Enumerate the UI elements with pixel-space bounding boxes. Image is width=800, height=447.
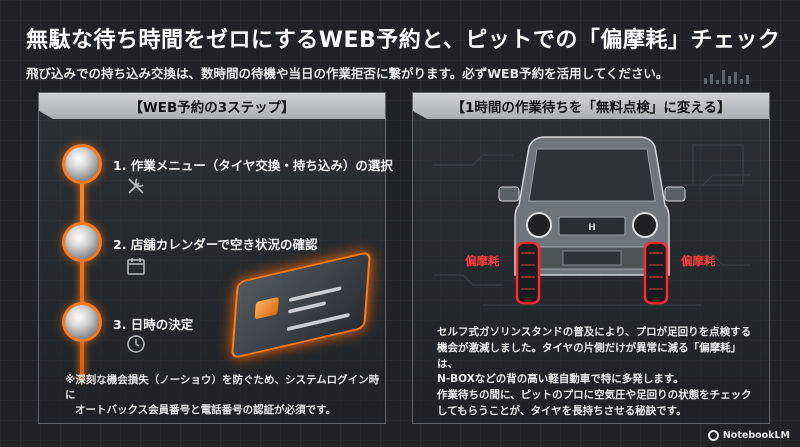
description-line: 機会が激減しました。タイヤの片側だけが異常に減る「偏摩耗」は、 — [437, 341, 742, 370]
description-line: セルフ式ガソリンスタンドの普及により、プロが足回りを点検する — [437, 326, 752, 338]
description-line: N-BOXなどの背の高い軽自動車で特に多発します。 — [437, 373, 684, 386]
page-subtitle: 飛び込みでの持ち込み交換は、数時間の待機や当日の作業拒否に繋がります。必ずWEB… — [26, 66, 669, 81]
uneven-wear-label-right: 偏摩耗 — [681, 254, 716, 268]
clock-icon — [125, 333, 147, 355]
brand-watermark: NotebookLM — [707, 430, 790, 441]
step-2-knob — [65, 225, 99, 259]
tools-icon — [125, 175, 147, 197]
calendar-icon — [125, 255, 147, 277]
description-line: 作業待ちの間に、ピットのプロに空気圧や足回りの状態をチェック — [437, 389, 752, 401]
verification-note: ※深刻な機会損失（ノーショウ）を防ぐため、システムログイン時に オートバックス会… — [65, 373, 385, 419]
inspection-heading-text: 【1時間の作業待ちを「無料点検」に変える】 — [451, 100, 731, 116]
web-booking-steps-panel: 【WEB予約の3ステップ】 1. 作業メニュー（タイヤ交換・持ち込み）の選択 2… — [38, 92, 393, 424]
card-stripe — [288, 286, 342, 303]
svg-text:H: H — [588, 223, 596, 233]
page-title: 無駄な待ち時間をゼロにするWEB予約と、ピットでの「偏摩耗」チェック — [26, 28, 781, 53]
note-line-1: ※深刻な機会損失（ノーショウ）を防ぐため、システムログイン時に — [65, 374, 380, 402]
card-stripe — [287, 301, 327, 314]
notebooklm-logo-icon — [707, 430, 719, 441]
steps-panel-heading: 【WEB予約の3ステップ】 — [39, 93, 385, 119]
step-1-label: 1. 作業メニュー（タイヤ交換・持ち込み）の選択 — [113, 158, 393, 173]
steps-timeline-line — [80, 163, 84, 381]
brand-name: NotebookLM — [722, 430, 790, 441]
step-1-knob — [65, 147, 99, 181]
decorative-bars — [704, 60, 784, 84]
uneven-wear-label-left: 偏摩耗 — [465, 254, 500, 268]
inspection-panel-heading: 【1時間の作業待ちを「無料点検」に変える】 — [413, 93, 769, 119]
step-2-label: 2. 店舗カレンダーで空き状況の確認 — [113, 237, 318, 252]
inspection-description: セルフ式ガソリンスタンドの普及により、プロが足回りを点検する 機会が激減しました… — [437, 325, 757, 420]
step-3-knob — [65, 305, 99, 339]
car-front-svg: H — [433, 136, 751, 306]
membership-card-illustration — [230, 250, 372, 360]
card-stripe — [286, 312, 350, 332]
free-inspection-panel: 【1時間の作業待ちを「無料点検」に変える】 H — [412, 92, 770, 424]
car-illustration: H 偏摩耗 偏摩耗 — [433, 125, 751, 321]
card-chip — [254, 296, 279, 320]
note-line-2: オートバックス会員番号と電話番号の認証が必須です。 — [75, 404, 337, 417]
step-3-label: 3. 日時の決定 — [113, 317, 194, 332]
description-line: してもらうことが、タイヤを長持ちさせる秘訣です。 — [437, 404, 687, 417]
steps-heading-text: 【WEB予約の3ステップ】 — [129, 100, 295, 116]
